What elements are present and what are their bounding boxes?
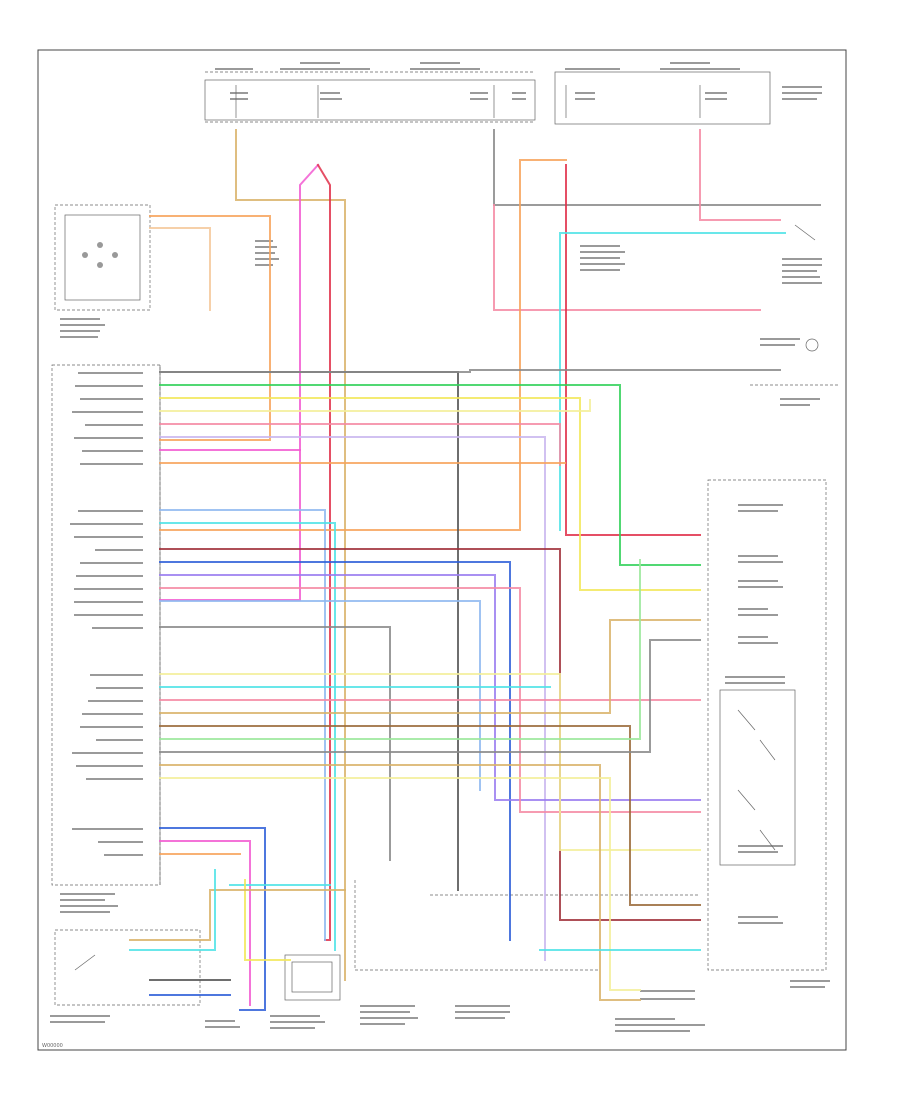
wire-gray-12: [159, 369, 781, 373]
wire-gray-3: [493, 129, 821, 206]
wire-light-yellow-36: [159, 777, 641, 991]
left-upper-component: [54, 204, 151, 338]
wire-pink-6: [699, 129, 781, 221]
wire-light-green-33: [159, 559, 641, 740]
wire-cyan-10: [559, 232, 786, 531]
wire-cyan-21: [159, 522, 336, 951]
bottom-components: [50, 880, 705, 1032]
wire-gray-34: [159, 639, 701, 753]
wire-light-yellow-15: [159, 399, 591, 412]
wire-yellow-41: [244, 879, 291, 961]
wire-magenta-1: [159, 163, 320, 601]
wire-tan-0: [235, 129, 346, 981]
wire-blue-37: [159, 827, 266, 1011]
wire-green-13: [159, 384, 701, 566]
wire-cyan-43: [129, 869, 216, 951]
right-upper-components: [255, 224, 840, 406]
wire-blue-23: [159, 561, 511, 941]
wire-pink-16: [159, 423, 561, 466]
wire-orange-5: [159, 159, 567, 531]
wire-light-orange-9: [149, 227, 211, 311]
wire-red-7: [565, 164, 701, 536]
wire-lavender-17: [159, 436, 546, 961]
wire-tan-31: [159, 619, 701, 714]
wire-dark-red-22: [159, 548, 701, 921]
fuse-block-top: [204, 62, 822, 125]
wire-tan-42: [129, 889, 346, 941]
wire-brown-32: [159, 725, 701, 906]
wire-orange-8: [149, 215, 271, 441]
wire-tan-35: [159, 764, 641, 1001]
diagram-border: [37, 49, 847, 1051]
wire-light-blue-26: [159, 600, 481, 791]
wire-pink-4: [493, 204, 761, 311]
control-module-connector: [51, 364, 161, 913]
wire-light-blue-20: [159, 509, 326, 941]
wire-magenta-38: [159, 840, 251, 1006]
footer-code: W00000: [42, 1043, 63, 1049]
wire-gray-27: [159, 626, 391, 861]
wire-group: [129, 129, 821, 1011]
transmission-solenoid-box: [707, 479, 830, 988]
